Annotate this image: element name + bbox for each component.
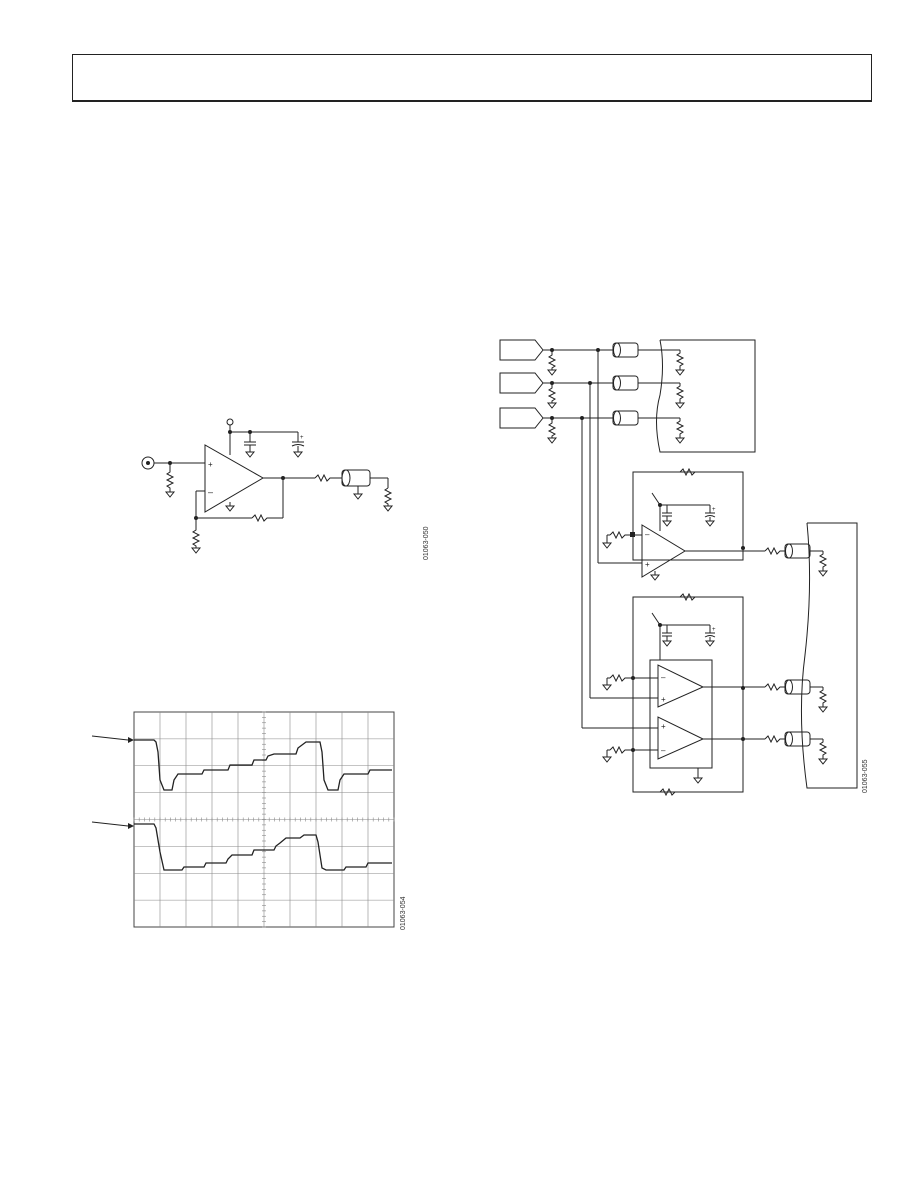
coax-cable-icon xyxy=(612,410,639,426)
header-box xyxy=(72,54,872,102)
svg-text:–: – xyxy=(661,746,666,755)
trace-2 xyxy=(134,823,392,871)
figure-id: 01063-050 xyxy=(423,526,430,560)
channel-2-marker xyxy=(91,821,129,827)
scope-grid xyxy=(133,711,395,928)
figure-id: 01063-054 xyxy=(400,896,407,930)
coax-cable-icon xyxy=(784,679,811,695)
coax-cable-icon xyxy=(341,469,371,487)
video-distribution-diagram: – + + – + xyxy=(495,335,875,815)
svg-text:+: + xyxy=(645,560,650,569)
svg-text:–: – xyxy=(661,673,666,682)
video-source-2 xyxy=(499,372,544,394)
svg-text:+: + xyxy=(712,627,716,633)
coax-cable-icon xyxy=(784,543,811,559)
svg-text:+: + xyxy=(712,507,716,513)
video-source-1 xyxy=(499,339,544,361)
amplifier-circuit-diagram: + – + xyxy=(130,410,440,560)
output-monitor-bank xyxy=(800,522,858,789)
video-source-3 xyxy=(499,407,544,429)
op-amp-icon xyxy=(204,444,264,513)
ground-icon xyxy=(164,491,176,498)
svg-text:+: + xyxy=(661,695,666,704)
svg-text:+: + xyxy=(208,460,213,469)
op-amp-3-icon xyxy=(657,716,705,760)
op-amp-1-icon xyxy=(641,524,686,578)
coax-cable-icon xyxy=(612,342,639,358)
figure-id: 01063-055 xyxy=(862,759,869,793)
svg-text:+: + xyxy=(661,722,666,731)
trace-1 xyxy=(134,739,392,791)
svg-text:–: – xyxy=(208,487,213,497)
monitor-bank xyxy=(656,339,756,453)
channel-1-marker xyxy=(91,735,129,741)
dual-amp-package xyxy=(649,659,713,769)
coax-cable-icon xyxy=(612,375,639,391)
op-amp-2-icon xyxy=(657,664,705,708)
svg-text:–: – xyxy=(645,530,650,539)
oscilloscope-figure: 01063-054 xyxy=(90,711,410,932)
coax-cable-icon xyxy=(784,731,811,747)
svg-text:+: + xyxy=(300,435,304,441)
